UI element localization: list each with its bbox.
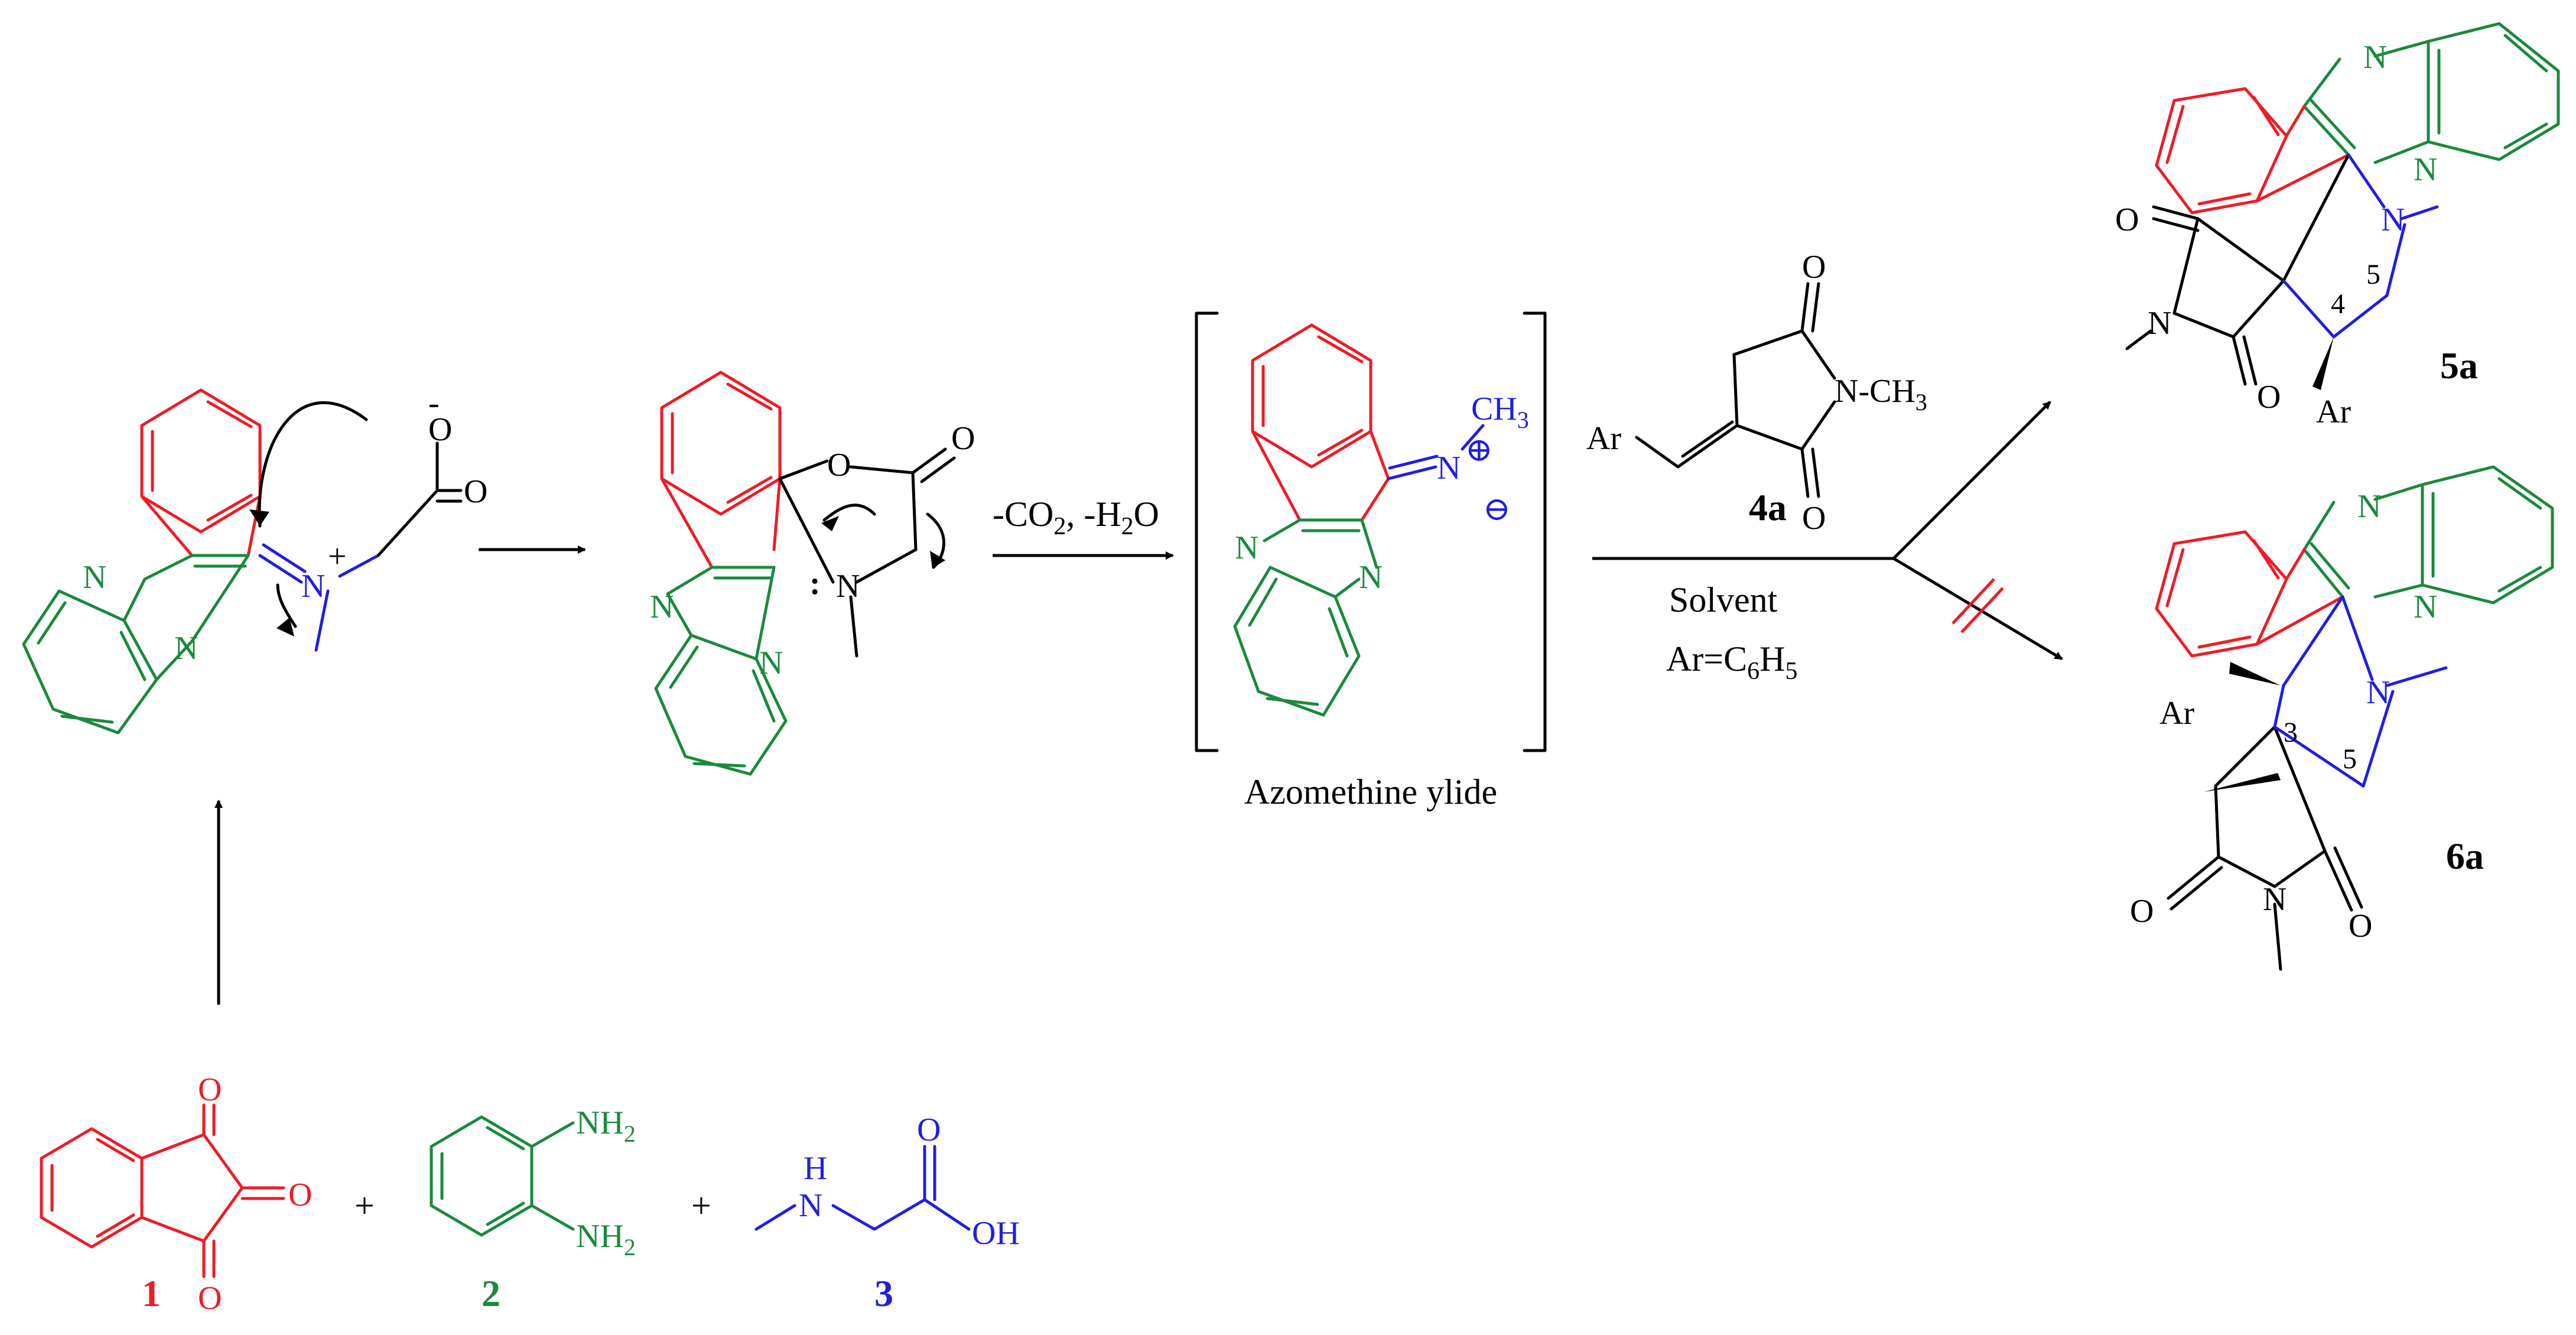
c4a-nch3: N-CH3 (1835, 373, 1927, 415)
compound-1-ninhydrin: O O O 1 (40, 1071, 312, 1317)
c4a-ar: Ar (1586, 420, 1621, 457)
c3-h: H (804, 1150, 827, 1187)
p5a-o2: O (2257, 379, 2281, 415)
compound-number-2: 2 (482, 1272, 500, 1314)
c4a-o-top: O (1802, 249, 1826, 285)
compound-number-6a: 6a (2446, 835, 2484, 877)
p6a-o1: O (2130, 893, 2154, 930)
c3-oh: OH (972, 1215, 1020, 1252)
arrow-to-5a (1892, 401, 2051, 560)
ylide-n-left: N (1235, 530, 1258, 566)
p5a-pos5: 5 (2366, 259, 2380, 290)
ylide-minus: ⊖ (1483, 491, 1511, 528)
arrow-to-6a (1892, 557, 2063, 661)
p5a-n-mid: N (2414, 151, 2437, 188)
oxaz-n: N (836, 568, 860, 605)
iminium-n-plus: N (301, 568, 325, 605)
ylide-label: Azomethine ylide (1244, 772, 1497, 811)
p6a-n-imide: N (2263, 881, 2286, 918)
oxaz-o-ring: O (827, 447, 851, 483)
compound-4a-dipolarophile: Ar O O N-CH3 4a (1586, 249, 1927, 537)
ylide-plus: ⊕ (1465, 432, 1493, 469)
p5a-n-pyrrolidine: N (2381, 202, 2405, 238)
plus-sign-2: + (691, 1186, 711, 1225)
p5a-o1: O (2115, 202, 2139, 238)
iminium-n-right: N (174, 630, 198, 667)
p6a-pos3: 3 (2284, 717, 2298, 748)
c3-o: O (917, 1112, 941, 1148)
compound-number-4a: 4a (1749, 486, 1787, 528)
iminium-plus-charge: + (328, 538, 347, 575)
oxaz-n-right: N (759, 645, 783, 681)
p5a-pos4: 4 (2331, 288, 2345, 320)
c1-o-bot: O (198, 1280, 222, 1317)
p6a-n-pyrrolidine: N (2366, 674, 2390, 711)
condition-decarboxylation: -CO2, -H2O (993, 495, 1159, 540)
compound-number-5a: 5a (2440, 345, 2478, 386)
p6a-o2: O (2349, 908, 2372, 944)
ylide-n: N (1437, 450, 1461, 486)
oxaz-n-left: N (650, 589, 674, 625)
c2-nh2-bottom: NH2 (576, 1218, 636, 1261)
iminium-o-minus: O (428, 411, 452, 448)
p6a-n-mid: N (2414, 589, 2437, 625)
p5a-ar: Ar (2316, 394, 2351, 430)
p6a-ar: Ar (2159, 695, 2194, 732)
iminium-minus-charge: - (428, 385, 440, 421)
oxaz-lone-pair: : (809, 565, 821, 602)
blocked-mark-1 (1951, 578, 1995, 625)
ylide-n-right: N (1359, 559, 1383, 596)
condition-solvent: Solvent (1669, 580, 1778, 619)
compound-number-1: 1 (142, 1272, 161, 1314)
iminium-n-left: N (83, 559, 106, 596)
iminium-intermediate: N N N + O - O (22, 385, 487, 735)
c1-o-mid: O (288, 1177, 312, 1213)
ylide-ch3: CH3 (1471, 391, 1529, 433)
product-6a: N N N N O O Ar 3 5 6a (2130, 465, 2554, 971)
oxazolidinone-intermediate: N N O O N : (650, 371, 975, 776)
oxaz-o-carbonyl: O (951, 420, 975, 457)
product-5a: N N N N O O Ar 4 5 5a (2115, 22, 2560, 430)
p5a-n-imide: N (2148, 305, 2171, 342)
compound-2-phenylenediamine: NH2 NH2 2 (430, 1105, 636, 1314)
blocked-mark-2 (1960, 587, 2004, 634)
c4a-o-bottom: O (1802, 500, 1826, 537)
azomethine-ylide: N N N ⊕ ⊖ CH3 Azomethine ylide (1195, 311, 1547, 811)
p5a-n-top: N (2363, 39, 2387, 76)
c3-n: N (799, 1187, 822, 1224)
iminium-o: O (464, 473, 487, 510)
compound-3-sarcosine: H N O OH 3 (754, 1112, 1020, 1314)
plus-sign-1: + (354, 1186, 375, 1225)
p6a-n-top: N (2357, 488, 2381, 525)
p6a-pos5: 5 (2343, 743, 2357, 775)
condition-ar: Ar=C6H5 (1666, 639, 1798, 685)
compound-number-3: 3 (874, 1272, 893, 1314)
c1-o-top: O (198, 1071, 222, 1108)
c2-nh2-top: NH2 (576, 1105, 636, 1147)
